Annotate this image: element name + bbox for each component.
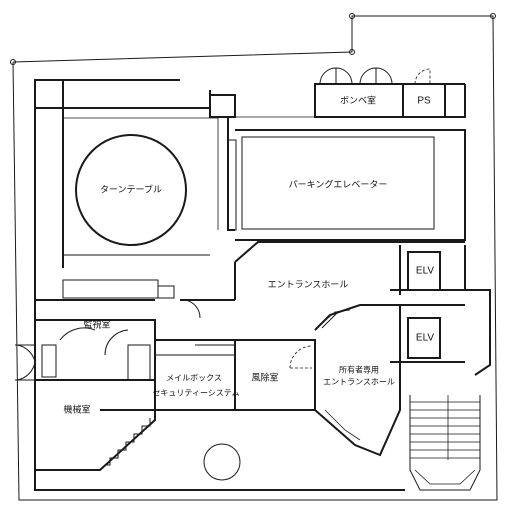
label-turntable: ターンテーブル: [100, 184, 162, 196]
owners-entrance: [314, 304, 401, 457]
label-owners-entrance-line2: エントランスホール: [323, 378, 395, 387]
label-elevator-1: ELV: [416, 266, 434, 277]
label-pipe-space: PS: [417, 96, 431, 107]
label-elevator-2: ELV: [416, 333, 434, 344]
monitoring-room: [15, 300, 156, 381]
exterior-stair: [409, 395, 481, 491]
utility-rooms: [314, 67, 466, 118]
parking-elevator-shaft: [235, 116, 466, 241]
label-machine-room: 機械室: [63, 404, 90, 416]
entrance-hall: [180, 241, 465, 363]
label-monitoring-room: 監視室: [83, 319, 110, 331]
windbreak-room: [235, 339, 316, 411]
turntable-disc: [75, 134, 187, 246]
label-mailbox-line2: セキュリティーシステム: [152, 389, 239, 398]
mailbox-room: [154, 299, 236, 411]
machine-room: [34, 380, 241, 491]
elevator-car: [407, 317, 441, 359]
label-cylinder-room: ボンベ室: [340, 95, 376, 107]
site-boundary: [10, 13, 498, 501]
label-parking-elevator: パーキングエレベーター: [289, 179, 388, 191]
turntable-room: [62, 107, 237, 268]
corner-column: [34, 79, 64, 109]
tree-planter: [203, 443, 241, 481]
rear-strip: [34, 272, 175, 301]
label-mailbox-line1: メイルボックス: [166, 374, 222, 383]
corner-column: [209, 94, 236, 118]
label-owners-entrance-line1: 所有者専用: [339, 365, 379, 375]
label-windbreak-room: 風除室: [251, 372, 278, 384]
label-entrance-hall: エントランスホール: [268, 280, 349, 291]
